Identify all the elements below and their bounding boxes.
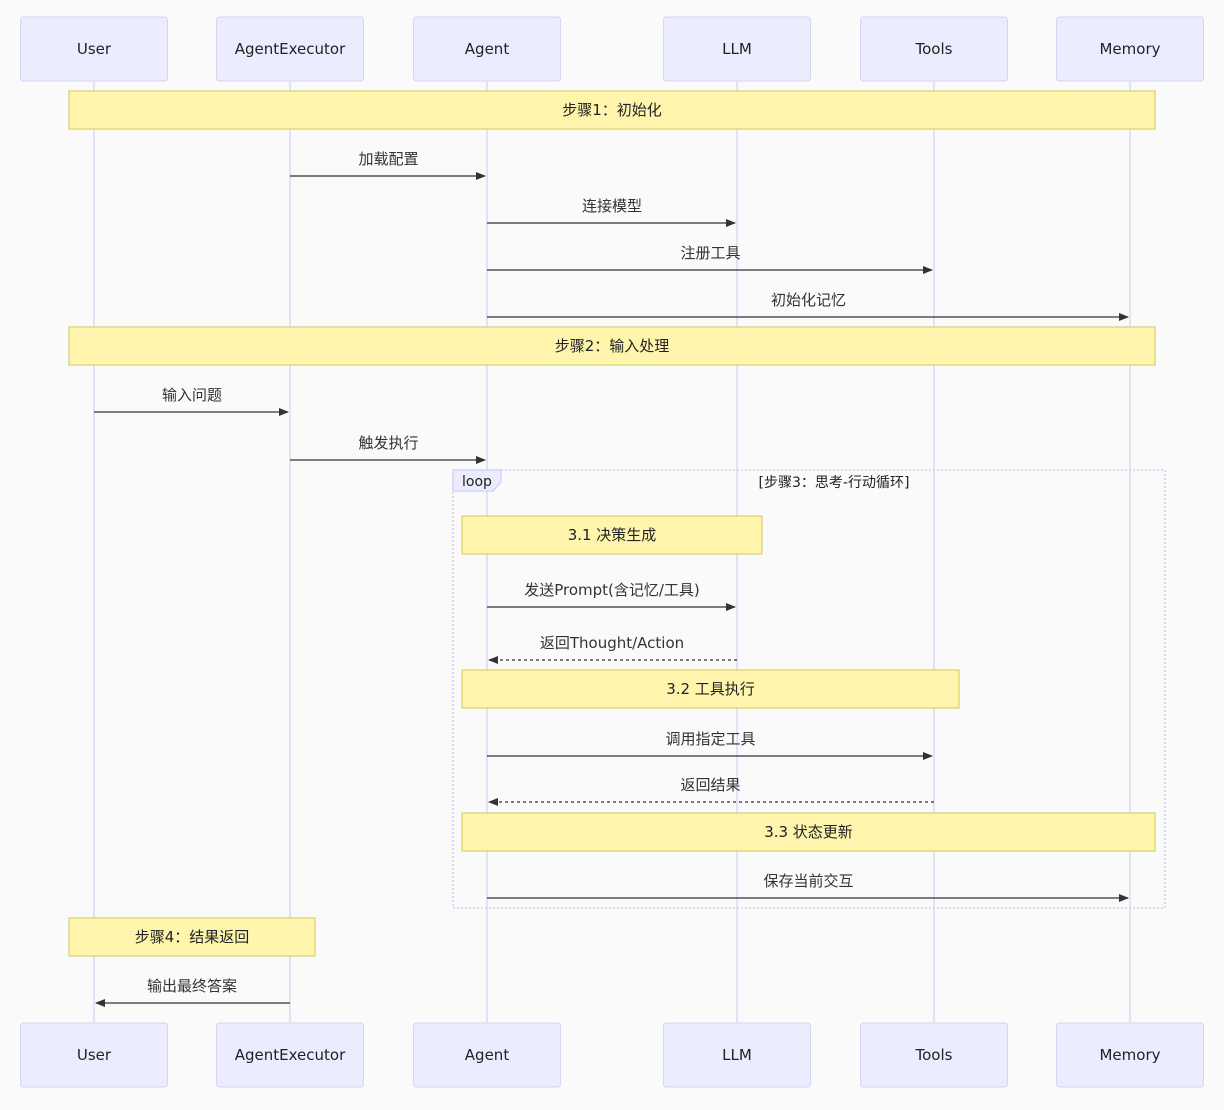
actor-box-bottom-agentexecutor <box>216 1022 364 1088</box>
actor-box-bottom-llm <box>663 1022 811 1088</box>
message-label: 输出最终答案 <box>147 977 237 995</box>
message-label: 初始化记忆 <box>771 291 846 309</box>
note-box <box>461 812 1156 852</box>
message-label: 调用指定工具 <box>665 730 755 748</box>
actor-label-bottom-llm: LLM <box>722 1046 752 1064</box>
actor-label-bottom-agent: Agent <box>465 1046 510 1064</box>
note-box <box>68 326 1156 366</box>
loop-frame: loop [步骤3：思考-行动循环] <box>452 469 1166 909</box>
actor-box-bottom-agent <box>413 1022 561 1088</box>
actor-box-top-llm <box>663 16 811 82</box>
message-label: 保存当前交互 <box>763 872 853 890</box>
actor-box-bottom-memory <box>1056 1022 1204 1088</box>
actor-box-top-memory <box>1056 16 1204 82</box>
message-label: 加载配置 <box>358 150 418 168</box>
loop-label-tab <box>452 469 502 492</box>
actor-box-top-user <box>20 16 168 82</box>
message-label: 输入问题 <box>162 386 222 404</box>
actor-label-bottom-memory: Memory <box>1099 1046 1160 1064</box>
actor-label-bottom-user: User <box>77 1046 112 1064</box>
events: 步骤1：初始化加载配置连接模型注册工具初始化记忆步骤2：输入处理输入问题触发执行… <box>68 90 1156 1007</box>
loop-title: [步骤3：思考-行动循环] <box>759 475 910 491</box>
actor-label-bottom-tools: Tools <box>915 1046 953 1064</box>
message-label: 返回结果 <box>680 776 740 794</box>
message-label: 返回Thought/Action <box>540 634 684 652</box>
loop-label: loop <box>462 474 492 490</box>
message-label: 发送Prompt(含记忆/工具) <box>524 581 700 599</box>
actor-box-top-agent <box>413 16 561 82</box>
message-label: 连接模型 <box>582 197 642 215</box>
actor-label-top-tools: Tools <box>915 40 953 58</box>
actors-top: User AgentExecutor Agent LLM Tools Memory <box>20 16 1204 82</box>
actors-bottom: User AgentExecutor Agent LLM Tools Memory <box>20 1022 1204 1088</box>
note-box <box>461 515 763 555</box>
note-box <box>461 669 960 709</box>
message-label: 注册工具 <box>680 244 740 262</box>
actor-box-bottom-tools <box>860 1022 1008 1088</box>
actor-label-top-agent: Agent <box>465 40 510 58</box>
note-label: 3.3 状态更新 <box>764 823 853 841</box>
actor-box-top-tools <box>860 16 1008 82</box>
note-label: 3.2 工具执行 <box>666 680 755 698</box>
actor-label-top-agentexecutor: AgentExecutor <box>235 40 346 58</box>
actor-label-bottom-agentexecutor: AgentExecutor <box>235 1046 346 1064</box>
note-label: 步骤1：初始化 <box>562 101 662 119</box>
note-label: 步骤2：输入处理 <box>555 337 670 355</box>
note-box <box>68 917 316 957</box>
loop-frame-border <box>452 469 1166 909</box>
note-label: 3.1 决策生成 <box>568 526 657 544</box>
message-label: 触发执行 <box>358 434 418 452</box>
actor-label-top-memory: Memory <box>1099 40 1160 58</box>
actor-label-top-user: User <box>77 40 112 58</box>
actor-label-top-llm: LLM <box>722 40 752 58</box>
note-box <box>68 90 1156 130</box>
actor-box-bottom-user <box>20 1022 168 1088</box>
actor-box-top-agentexecutor <box>216 16 364 82</box>
note-label: 步骤4：结果返回 <box>135 928 250 946</box>
